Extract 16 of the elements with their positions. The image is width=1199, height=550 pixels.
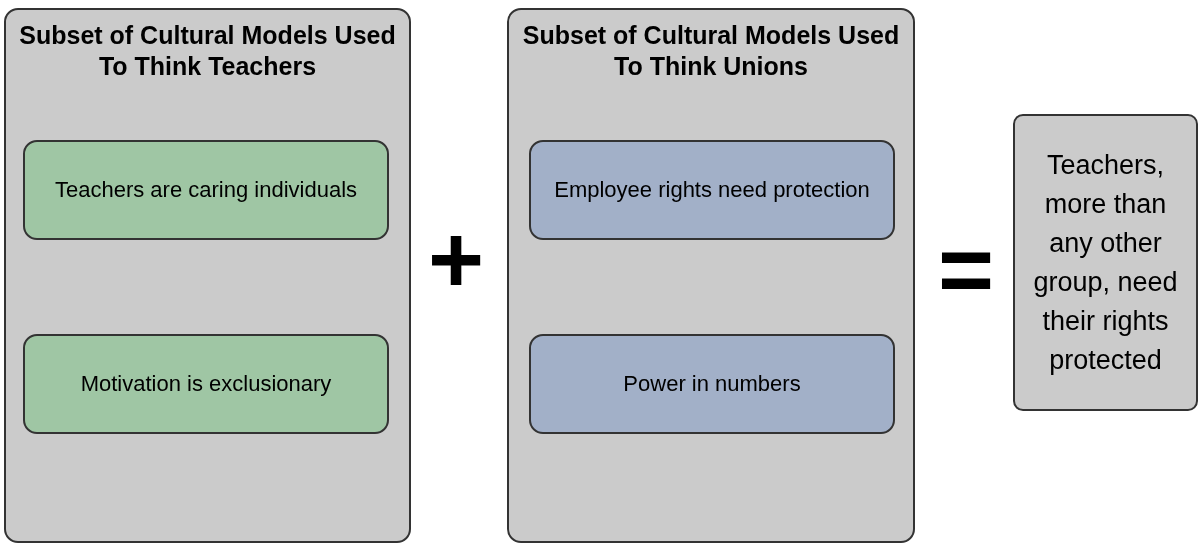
model-box (529, 334, 895, 434)
model-box (23, 140, 389, 240)
equals-sign: = (938, 222, 995, 318)
group-title: Subset of Cultural Models Used To Think Teachers (18, 20, 397, 82)
node-text: Power in numbers (622, 370, 802, 398)
group-title: Subset of Cultural Models Used To Think Unions (521, 20, 901, 82)
model-box (529, 140, 895, 240)
plus-sign: + (428, 212, 485, 308)
node-text: Employee rights need protection (553, 176, 871, 204)
model-box (23, 334, 389, 434)
group-panel (4, 8, 411, 543)
node-text: Motivation is exclusionary (79, 370, 333, 398)
node-text: Teachers are caring individuals (53, 176, 359, 204)
node-text: Teachers, more than any other group, need their rights protected (1032, 148, 1179, 377)
result-box (1013, 114, 1198, 411)
group-panel (507, 8, 915, 543)
